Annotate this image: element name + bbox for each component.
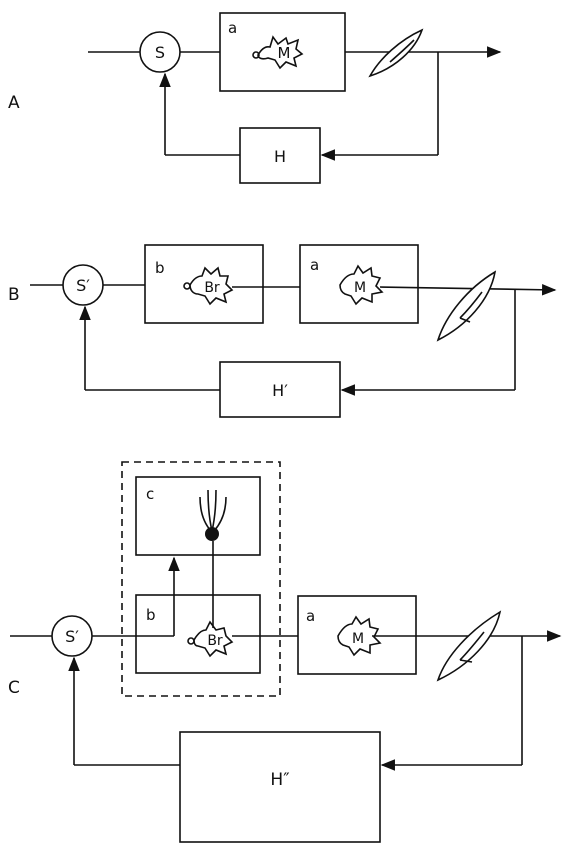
- brainstem-neuron-icon: Br: [183, 266, 234, 306]
- muscle-spindle-icon: [368, 28, 424, 78]
- muscle-box-a: a M: [219, 12, 346, 92]
- muscle-spindle-icon-b: [436, 270, 497, 342]
- feedback-box-h: H: [239, 127, 321, 184]
- summing-label-s-prime-c: S′: [65, 627, 79, 646]
- dashed-enclosure: [121, 461, 281, 697]
- summing-label-s-prime-b: S′: [76, 276, 90, 295]
- muscle-spindle-icon-c: [436, 610, 502, 682]
- muscle-box-letter-a-c: a: [306, 607, 315, 625]
- muscle-label-m-c: M: [352, 631, 364, 647]
- muscle-label-m-b: M: [354, 280, 366, 296]
- muscle-box-letter-a-b: a: [310, 256, 319, 274]
- feedback-label-h-prime: H′: [272, 381, 288, 400]
- cortex-box-c: c: [135, 476, 261, 556]
- motoneuron-icon: M: [252, 35, 304, 70]
- cortex-box-letter-c: c: [146, 485, 154, 503]
- panel-a-label: A: [8, 93, 20, 113]
- muscle-box-a-c: a M: [297, 595, 417, 675]
- brain-box-b: b Br: [144, 244, 264, 324]
- summing-junction-s-prime-c: S′: [51, 615, 93, 657]
- feedback-label-h: H: [274, 147, 286, 166]
- muscle-box-letter-a: a: [228, 19, 237, 37]
- summing-junction-s: S: [139, 31, 181, 73]
- panel-b: B S′ b Br a M: [8, 244, 557, 418]
- panel-b-label: B: [8, 285, 20, 305]
- brain-box-letter-b-c: b: [146, 606, 156, 624]
- muscle-box-a-b: a M: [299, 244, 419, 324]
- panel-c: C S′ c b Br: [8, 461, 562, 843]
- brain-label-br-b: Br: [204, 280, 220, 296]
- feedback-box-h-double-prime: H″: [179, 731, 381, 843]
- summing-label-s: S: [155, 43, 165, 62]
- feedback-box-h-prime: H′: [219, 361, 341, 418]
- brain-label-br-c: Br: [207, 633, 223, 649]
- panel-a: A S a M H: [8, 12, 502, 184]
- motoneuron-icon-b: M: [339, 264, 384, 306]
- motoneuron-icon-c: M: [337, 615, 382, 657]
- panel-c-label: C: [8, 678, 20, 698]
- pyramidal-cell-icon: [199, 489, 227, 541]
- brainstem-neuron-icon-c: Br: [187, 620, 234, 658]
- summing-junction-s-prime-b: S′: [62, 264, 104, 306]
- brain-box-b-c: b Br: [135, 594, 261, 674]
- muscle-label-m: M: [278, 44, 291, 62]
- brain-box-letter-b: b: [155, 259, 165, 277]
- feedback-label-h-double-prime: H″: [270, 770, 289, 790]
